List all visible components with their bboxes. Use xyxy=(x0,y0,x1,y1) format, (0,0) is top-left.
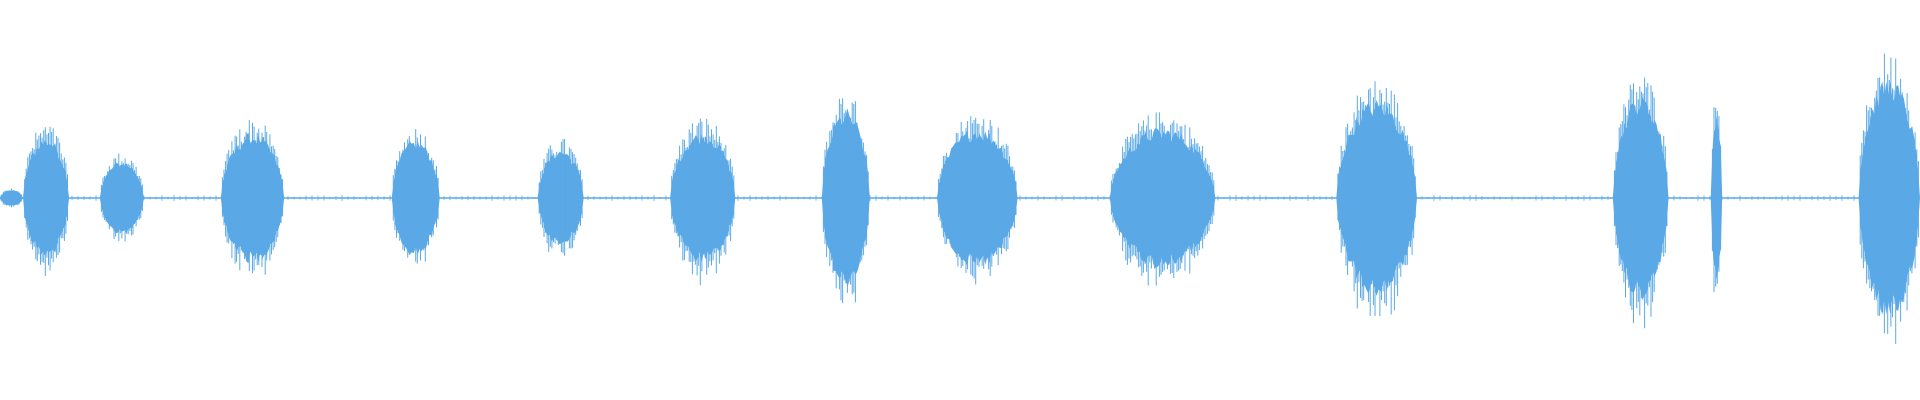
waveform-burst xyxy=(220,120,285,275)
waveform-bursts xyxy=(0,53,1920,344)
waveform-burst xyxy=(537,138,584,256)
waveform-burst xyxy=(1710,107,1723,292)
waveform-burst-body xyxy=(537,151,584,245)
waveform-burst xyxy=(1612,77,1669,329)
waveform-burst xyxy=(1336,81,1417,317)
waveform-burst xyxy=(0,188,23,208)
waveform-burst xyxy=(1109,112,1216,286)
waveform-burst xyxy=(99,153,144,242)
waveform-burst xyxy=(670,118,736,286)
waveform-burst xyxy=(23,126,70,276)
waveform-burst xyxy=(1858,53,1920,344)
waveform-burst xyxy=(937,116,1018,285)
waveform-burst xyxy=(821,98,870,304)
waveform-burst xyxy=(391,129,440,264)
